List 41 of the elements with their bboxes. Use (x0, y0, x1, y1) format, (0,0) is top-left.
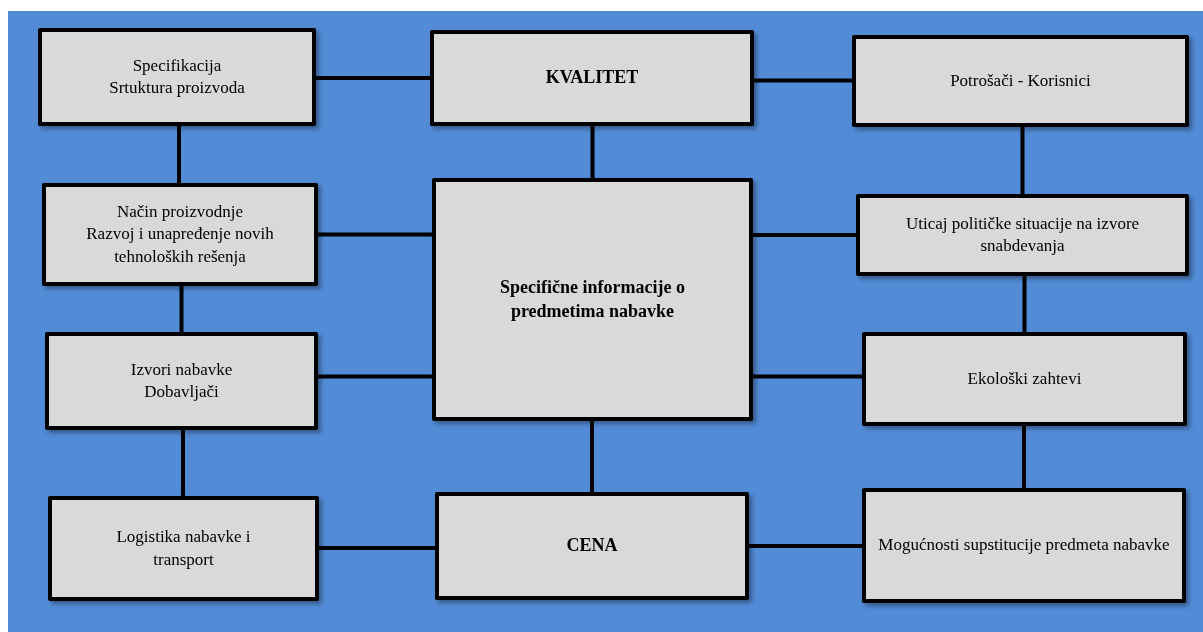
connector-line (753, 374, 862, 379)
process-box (38, 28, 316, 126)
box-text: Potrošači - Korisnici (950, 69, 1091, 92)
connector-line (590, 421, 594, 492)
box-text: Mogućnosti supstitucije predmeta nabavke (878, 534, 1170, 557)
heading-text: CENA (566, 534, 618, 558)
connector-line (1022, 276, 1027, 332)
connector-line (181, 430, 185, 496)
connector-line (1020, 127, 1025, 194)
connector-line (754, 78, 852, 83)
process-box (45, 332, 318, 430)
connector-line (590, 126, 595, 178)
process-box (432, 178, 753, 421)
connector-line (753, 233, 856, 237)
box-text: Način proizvodnje (116, 201, 243, 224)
box-text: Specifikacija (132, 54, 222, 77)
process-box (42, 183, 318, 286)
connector-line (316, 76, 430, 80)
box-text: Razvoj i unapređenje novih tehnoloških rešenja (85, 223, 275, 268)
box-text: Uticaj političke situacije na izvore snabdevanja (904, 212, 1141, 257)
process-box (430, 30, 754, 126)
box-text: Izvori nabavke (130, 358, 233, 381)
box-text: Ekološki zahtevi (967, 367, 1082, 390)
process-box (852, 35, 1189, 127)
process-box (862, 488, 1186, 603)
connector-line (1022, 426, 1026, 488)
box-text: Logistika nabavke i transport (115, 526, 252, 571)
box-text: Dobavljači (144, 381, 219, 403)
connector-line (749, 544, 862, 548)
process-box (856, 194, 1189, 276)
connector-line (319, 546, 435, 550)
process-box (48, 496, 319, 601)
connector-line (179, 286, 184, 332)
process-box (435, 492, 749, 600)
box-text: Srtuktura proizvoda (109, 77, 245, 99)
heading-text: Specifične informacije o predmetima nabavke (499, 276, 686, 323)
connector-line (318, 232, 432, 237)
heading-text: KVALITET (545, 66, 639, 90)
connector-line (177, 126, 181, 183)
process-box (862, 332, 1187, 426)
connector-line (318, 374, 432, 379)
